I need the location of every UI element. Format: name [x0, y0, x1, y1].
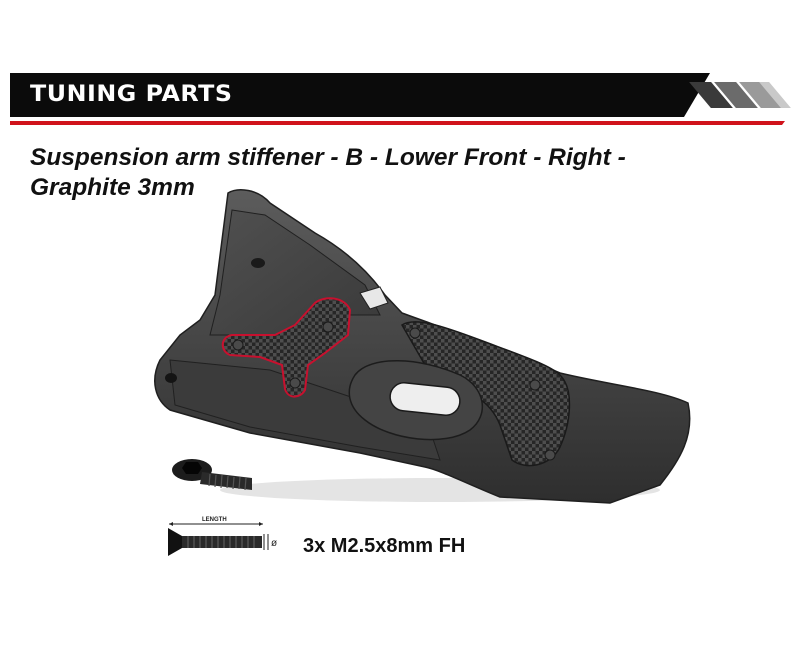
- plate-screw-heads: [232, 321, 556, 461]
- arm-upper-cutout: [359, 286, 389, 310]
- right-stiffener-plate: [400, 321, 571, 467]
- screw-image: LENGTH ø: [168, 459, 277, 556]
- product-title: Suspension arm stiffener - B - Lower Fro…: [30, 143, 750, 203]
- arm-top-hole: [251, 258, 265, 268]
- banner-bar: [10, 73, 710, 117]
- product-title-line-1: Suspension arm stiffener - B - Lower Fro…: [30, 144, 626, 171]
- screw-quantity-label: 3x M2.5x8mm FH: [303, 535, 466, 557]
- arm-slot: [389, 382, 461, 416]
- header-banner: TUNING PARTS: [10, 73, 791, 117]
- banner-title: TUNING PARTS: [30, 82, 233, 107]
- dimension-length-label: LENGTH: [202, 517, 227, 523]
- banner-accent-line: [10, 121, 785, 125]
- dimension-diameter-symbol: ø: [271, 538, 277, 549]
- suspension-arm-image: [154, 189, 691, 504]
- product-title-line-2: Graphite 3mm: [30, 174, 195, 201]
- screw-dimension-drawing: [168, 522, 269, 556]
- flat-head-hex-screw-icon: [172, 459, 252, 491]
- left-stiffener-plate: [221, 297, 352, 398]
- arm-pivot-hole: [165, 373, 177, 383]
